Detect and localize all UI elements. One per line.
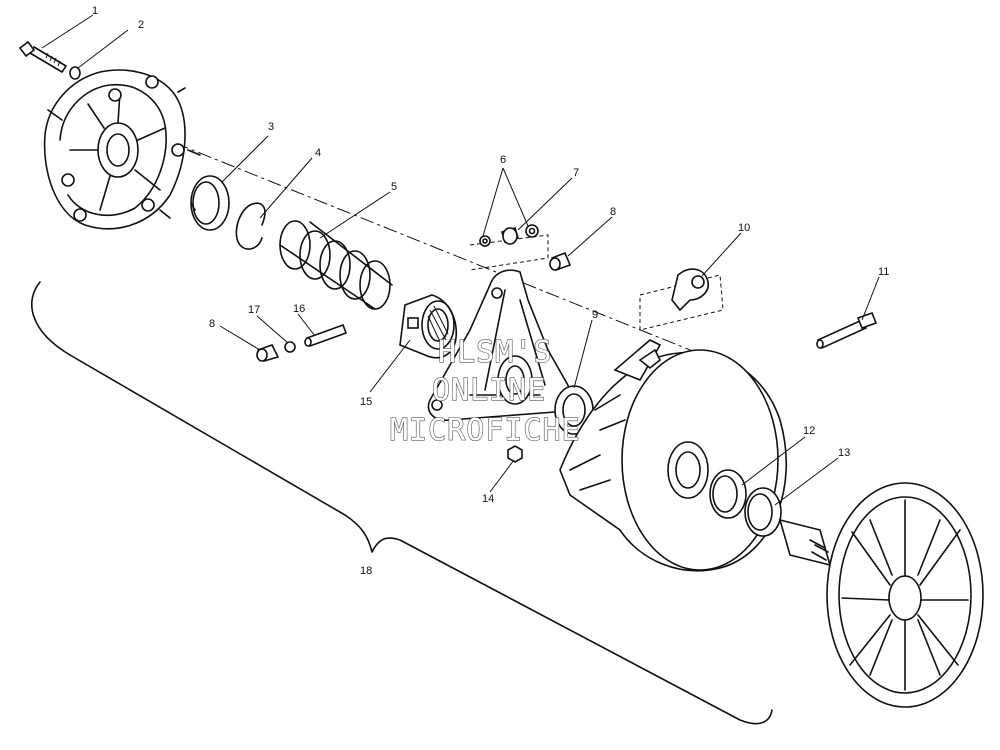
roller-bracket-group [639,268,724,331]
bushing-ring-part [190,175,230,231]
callout-8-right: 8 [610,206,616,218]
assembly-bracket [30,281,773,725]
long-bolt-part [816,311,878,350]
callout-6: 6 [500,154,506,166]
callout-16: 16 [293,303,305,315]
washer-part [69,66,81,80]
pin-part [304,323,348,348]
watermark-line-3: MICROFICHE [390,413,581,448]
spring-part [279,220,393,310]
callout-13: 13 [838,447,850,459]
fixed-sheave-part [778,482,984,708]
bolt-part [18,40,67,73]
callout-10: 10 [738,222,750,234]
watermark-line-2: ONLINE [432,373,546,408]
callout-18: 18 [360,565,372,577]
o-ring-part [284,341,296,353]
callout-3: 3 [268,121,274,133]
callout-labels: 1 2 3 4 5 6 7 8 10 11 9 17 16 8 15 12 13… [92,5,889,577]
cover-housing-part [43,69,201,230]
roller-group [469,224,549,271]
callout-14: 14 [482,493,494,505]
spacer-ring-part [744,487,782,537]
leader-lines [41,14,880,506]
callout-12: 12 [803,425,815,437]
callout-9: 9 [592,309,598,321]
assembly-axis [174,142,746,373]
watermark: HLSM'S ONLINE MICROFICHE [389,334,581,448]
callout-11: 11 [878,266,889,278]
callout-1: 1 [92,5,98,17]
callout-5: 5 [391,181,397,193]
callout-4: 4 [315,147,321,159]
callout-17: 17 [248,304,260,316]
nut-part [507,445,523,463]
cam-sleeve-part [399,294,457,359]
snap-ring-part [235,202,266,250]
callout-7: 7 [573,167,579,179]
callout-8-left: 8 [209,318,215,330]
plug-cap-part-right [549,251,572,272]
moveable-sheave-part [559,339,788,572]
watermark-line-1: HLSM'S [438,335,552,370]
plug-cap-part-left [256,344,280,362]
sheave-bushing-part [709,469,747,519]
callout-15: 15 [360,396,372,408]
callout-2: 2 [138,19,144,31]
